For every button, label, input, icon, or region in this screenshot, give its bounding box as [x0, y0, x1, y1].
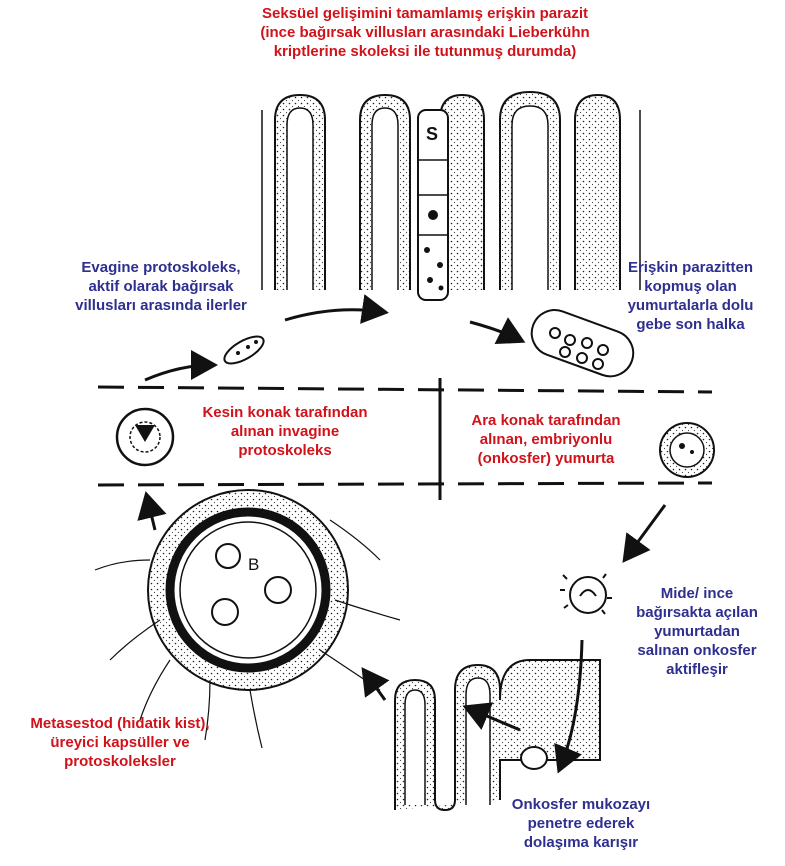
- metacestode-label: Metasestod (hidatik kist), üreyici kapsü…: [0, 714, 240, 771]
- arrow-to-adult: [285, 310, 383, 320]
- released-oncosphere-illustration: [560, 574, 612, 614]
- arrow-to-oncosphere: [626, 505, 665, 558]
- arrow-to-cyst: [365, 672, 385, 700]
- arrow-to-evaginated: [145, 365, 212, 380]
- hydatid-cyst-illustration: B: [95, 490, 400, 748]
- intestinal-villi-illustration: S: [262, 92, 640, 300]
- intermediate-host-label: Ara konak tarafından alınan, embriyonlu …: [446, 411, 646, 468]
- oncosphere-activation-label: Mide/ ince bağırsakta açılan yumurtadan …: [612, 584, 782, 679]
- brood-capsule-letter: B: [248, 555, 259, 574]
- evaginated-protoscolex-label: Evagine protoskoleks, aktif olarak bağır…: [36, 258, 286, 315]
- arrow-to-gravid: [470, 322, 520, 340]
- arrow-to-invaginated: [147, 497, 155, 530]
- embryonated-egg-illustration: [660, 423, 714, 477]
- adult-parasite-label: Seksüel gelişimini tamamlamış erişkin pa…: [195, 4, 655, 61]
- evaginated-protoscolex-illustration: [220, 331, 267, 369]
- invaginated-protoscolex-illustration: [117, 409, 173, 465]
- definitive-host-label: Kesin konak tarafından alınan invagine p…: [180, 403, 390, 460]
- gravid-segment-label: Erişkin parazitten kopmuş olan yumurtala…: [598, 258, 783, 334]
- penetration-label: Onkosfer mukozayı penetre ederek dolaşım…: [486, 795, 676, 852]
- scolex-letter: S: [426, 124, 438, 144]
